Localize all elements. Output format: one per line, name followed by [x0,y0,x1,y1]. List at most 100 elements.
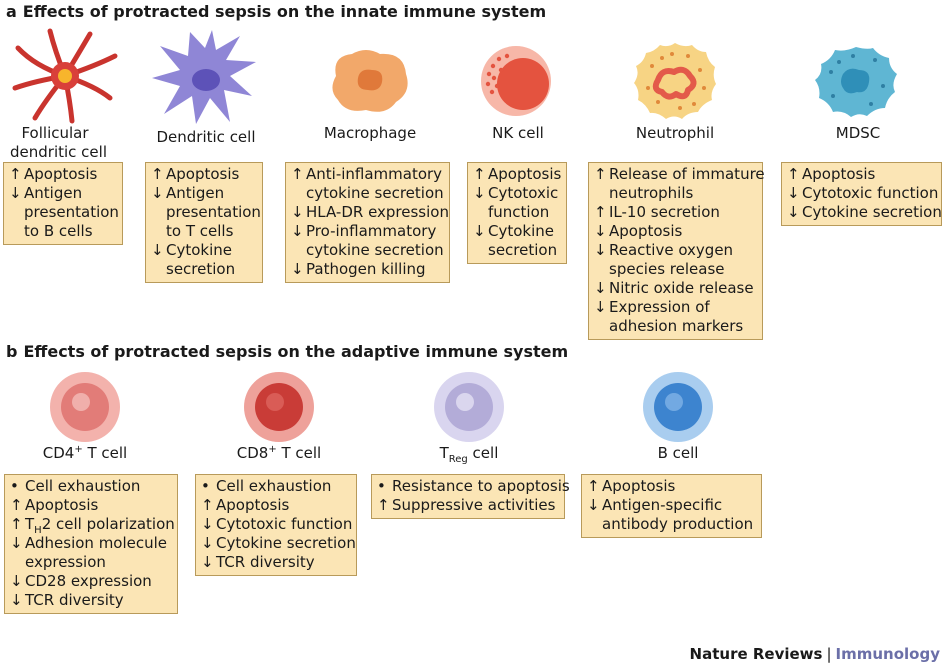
effect-text: to T cells [166,222,234,240]
effect-text: Apoptosis [602,477,676,495]
cd8-t-cell-icon [244,372,314,442]
effect-text: presentation [166,203,261,221]
neutrophil-icon [634,43,716,119]
cd8-t-cell-effects-box: •Cell exhaustion↑Apoptosis↓Cytotoxic fun… [195,474,357,576]
effect-text: cytokine secretion [306,184,444,202]
follicular-dendritic-cell-icon [12,28,118,124]
b-cell-label: B cell [613,444,743,463]
effect-text: Anti-inflammatory [306,165,443,183]
effect-item: •Resistance to apoptosis [377,477,570,496]
effect-text: Pathogen killing [306,260,426,278]
increase-arrow-icon: ↑ [10,515,23,533]
increase-arrow-icon: ↑ [10,496,23,514]
journal-credit: Nature Reviews|Immunology [690,645,940,663]
effect-text: Cytokine [488,222,554,240]
label-sup: + [74,444,83,455]
decrease-arrow-icon: ↓ [594,279,607,297]
increase-arrow-icon: ↑ [787,165,800,183]
decrease-arrow-icon: ↓ [473,184,486,202]
effect-text: adhesion markers [609,317,744,335]
label-line: Macrophage [323,124,417,142]
effect-text: secretion [488,241,558,259]
effect-text: presentation [24,203,119,221]
label-line: Follicular [21,124,89,142]
increase-arrow-icon: ↑ [151,165,164,183]
effect-text: Cytotoxic function [802,184,939,202]
increase-arrow-icon: ↑ [9,165,22,183]
decrease-arrow-icon: ↓ [594,222,607,240]
cd8-t-cell-label: CD8+ T cell [214,444,344,463]
effect-item: •Cell exhaustion [10,477,172,496]
effect-text: expression [25,553,106,571]
label-sup: + [268,444,277,455]
effect-item: •Cell exhaustion [201,477,351,496]
label-main: CD8 [236,444,269,462]
label-main: B cell [657,444,699,462]
label-main: T [439,444,449,462]
label-line: Dendritic cell [156,128,256,146]
effect-text: Apoptosis [25,496,99,514]
effect-item: ↓Apoptosis [594,222,757,241]
macrophage-label: Macrophage [310,124,430,143]
decrease-arrow-icon: ↓ [201,515,214,533]
decrease-arrow-icon: ↓ [787,203,800,221]
effect-text: Antigen [24,184,83,202]
effect-text: Cytokine secretion [216,534,356,552]
decrease-arrow-icon: ↓ [10,591,23,609]
effect-item: ↑Apoptosis [787,165,936,184]
decrease-arrow-icon: ↓ [587,496,600,514]
nk-cell-label: NK cell [470,124,566,143]
effect-text: Apoptosis [802,165,876,183]
effect-item: ↓Cytotoxic function [787,184,939,203]
macrophage-icon [332,50,408,112]
effect-text: neutrophils [609,184,694,202]
effect-text: secretion [166,260,236,278]
effect-text: TH2 cell polarization [25,515,175,536]
decrease-arrow-icon: ↓ [291,203,304,221]
effect-text: species release [609,260,725,278]
increase-arrow-icon: ↑ [201,496,214,514]
effect-text: function [488,203,550,221]
effect-text: Apoptosis [24,165,98,183]
effect-item: ↓Pathogen killing [291,260,444,279]
decrease-arrow-icon: ↓ [9,184,22,202]
effect-text: Cell exhaustion [216,477,332,495]
effect-item: ↑Apoptosis [9,165,117,184]
neutrophil-label: Neutrophil [620,124,730,143]
effect-text: Pro-inflammatory [306,222,437,240]
effect-item: ↓Cytokine secretion [201,534,356,553]
effect-text: Apoptosis [216,496,290,514]
effect-item: ↓HLA-DR expression [291,203,449,222]
effect-text: antibody production [602,515,754,533]
increase-arrow-icon: ↑ [587,477,600,495]
dendritic-cell-label: Dendritic cell [150,128,262,147]
effect-text: Apoptosis [488,165,562,183]
dendritic-cell-icon [152,30,256,124]
effect-item: ↑IL-10 secretion [594,203,757,222]
label-main: CD4 [42,444,75,462]
effect-item: ↓Cytokine secretion [787,203,942,222]
effect-text: Cytokine [166,241,232,259]
bullet-icon: • [377,477,386,495]
decrease-arrow-icon: ↓ [594,298,607,316]
effect-item: ↑Apoptosis [10,496,172,515]
nk-cell-icon [481,46,551,116]
effect-text: to B cells [24,222,93,240]
effect-text: Antigen-specific [602,496,723,514]
effect-item: ↓TCR diversity [201,553,351,572]
decrease-arrow-icon: ↓ [594,241,607,259]
decrease-arrow-icon: ↓ [473,222,486,240]
